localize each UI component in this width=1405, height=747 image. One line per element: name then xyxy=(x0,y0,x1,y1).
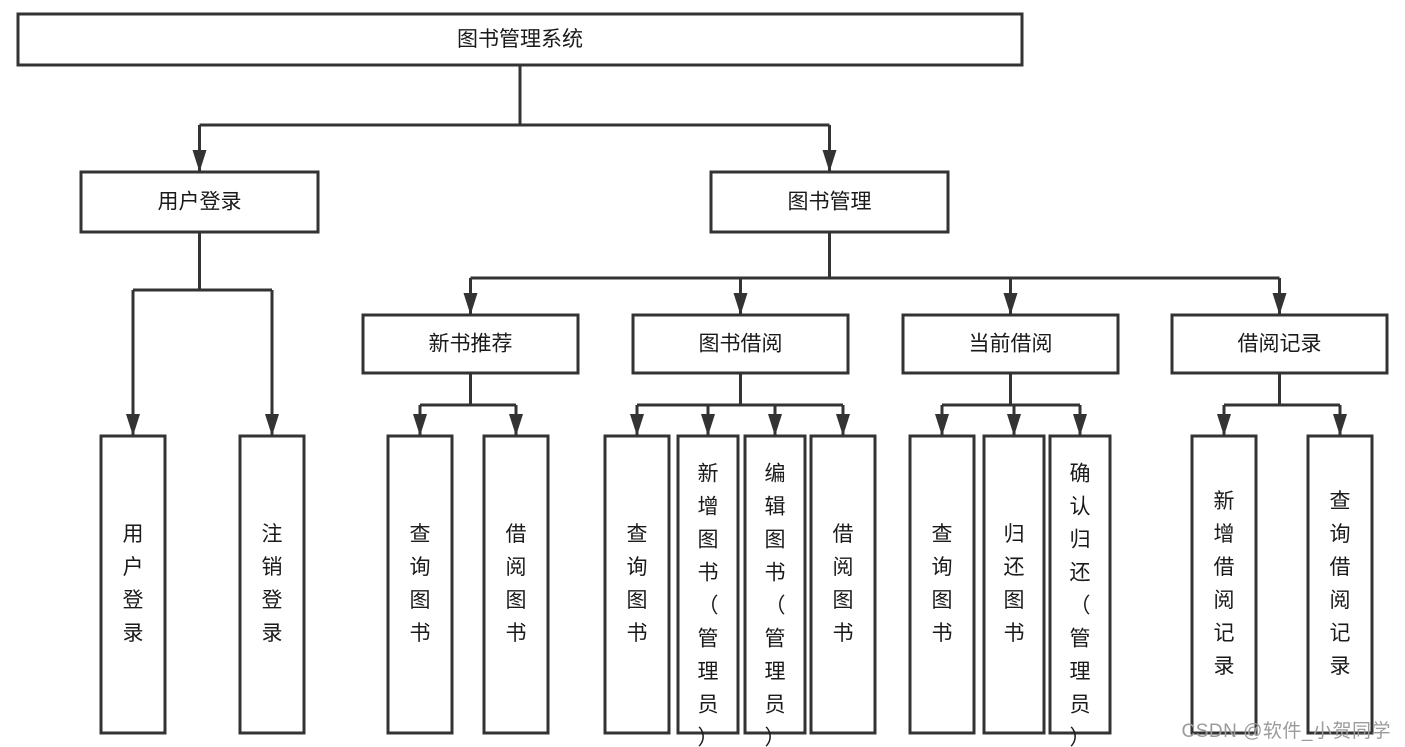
node-label: 图书管理系统 xyxy=(457,28,583,51)
node-box xyxy=(631,313,850,375)
arrow-head-icon xyxy=(1333,414,1347,436)
arrow-head-icon xyxy=(733,293,748,315)
node-box xyxy=(1170,313,1389,375)
node-leaf-query-book-3[interactable]: 查询图书 xyxy=(908,434,976,735)
node-leaf-user-logout[interactable]: 注销登录 xyxy=(238,434,306,735)
node-box xyxy=(982,434,1046,735)
node-leaf-query-record[interactable]: 查询借阅记录 xyxy=(1306,434,1374,735)
arrow-head-icon xyxy=(935,414,949,436)
node-box xyxy=(482,434,550,735)
arrow-head-icon xyxy=(413,414,427,436)
watermark-label: CSDN @软件_小贺同学 xyxy=(1181,721,1391,742)
node-box xyxy=(603,434,671,735)
node-leaf-confirm-return[interactable]: 确认归还（管理员） xyxy=(1048,434,1112,747)
node-label: 归还图书 xyxy=(1004,523,1025,645)
arrow-head-icon xyxy=(630,414,644,436)
node-label: 图书管理 xyxy=(788,191,872,214)
node-label: 确认归还（管理员） xyxy=(1070,462,1091,747)
node-box xyxy=(1190,434,1258,735)
node-box xyxy=(901,313,1120,375)
node-label: 借阅图书 xyxy=(506,523,527,645)
node-leaf-query-book-2[interactable]: 查询图书 xyxy=(603,434,671,735)
node-label: 查询借阅记录 xyxy=(1330,490,1351,678)
node-box xyxy=(386,434,454,735)
node-leaf-return-book[interactable]: 归还图书 xyxy=(982,434,1046,735)
arrow-head-icon xyxy=(701,414,715,436)
arrow-head-icon xyxy=(768,414,782,436)
arrow-head-icon xyxy=(1007,414,1021,436)
arrow-head-icon xyxy=(1073,414,1087,436)
node-box xyxy=(16,12,1024,67)
node-label: 查询图书 xyxy=(410,523,431,645)
node-label: 新增借阅记录 xyxy=(1214,490,1235,678)
node-label: 查询图书 xyxy=(627,523,648,645)
arrow-head-icon xyxy=(1003,293,1018,315)
node-user-login[interactable]: 用户登录 xyxy=(79,170,320,234)
node-new-book-recommend[interactable]: 新书推荐 xyxy=(361,313,580,375)
node-box xyxy=(908,434,976,735)
arrow-head-icon xyxy=(822,150,837,172)
arrow-head-icon xyxy=(1272,293,1287,315)
node-label: 借阅记录 xyxy=(1238,333,1322,356)
node-box xyxy=(238,434,306,735)
node-box xyxy=(709,170,950,234)
arrow-head-icon xyxy=(1217,414,1231,436)
arrow-head-icon xyxy=(265,414,279,436)
node-leaf-add-book[interactable]: 新增图书（管理员） xyxy=(676,434,740,747)
node-leaf-edit-book[interactable]: 编辑图书（管理员） xyxy=(743,434,807,747)
node-label: 图书借阅 xyxy=(699,333,783,356)
arrow-head-icon xyxy=(192,150,207,172)
node-label: 当前借阅 xyxy=(969,333,1053,356)
node-label: 注销登录 xyxy=(262,523,283,645)
node-box xyxy=(676,434,740,735)
node-book-manage[interactable]: 图书管理 xyxy=(709,170,950,234)
node-borrow-record[interactable]: 借阅记录 xyxy=(1170,313,1389,375)
arrow-head-icon xyxy=(509,414,523,436)
node-label: 借阅图书 xyxy=(833,523,854,645)
node-label: 编辑图书（管理员） xyxy=(765,462,786,747)
node-label: 新书推荐 xyxy=(429,333,513,356)
node-label: 查询图书 xyxy=(932,523,953,645)
node-leaf-borrow-book-2[interactable]: 借阅图书 xyxy=(809,434,877,735)
node-leaf-add-record[interactable]: 新增借阅记录 xyxy=(1190,434,1258,735)
node-leaf-borrow-book-1[interactable]: 借阅图书 xyxy=(482,434,550,735)
node-box xyxy=(809,434,877,735)
node-box xyxy=(743,434,807,735)
node-box xyxy=(1306,434,1374,735)
node-label: 新增图书（管理员） xyxy=(698,462,719,747)
node-label: 用户登录 xyxy=(123,523,144,645)
nodes-layer: 图书管理系统用户登录图书管理新书推荐图书借阅当前借阅借阅记录用户登录注销登录查询… xyxy=(16,12,1389,747)
arrow-head-icon xyxy=(463,293,478,315)
arrow-head-icon xyxy=(836,414,850,436)
node-box xyxy=(79,170,320,234)
node-box xyxy=(361,313,580,375)
node-box xyxy=(1048,434,1112,735)
arrow-head-icon xyxy=(126,414,140,436)
node-leaf-query-book-1[interactable]: 查询图书 xyxy=(386,434,454,735)
node-leaf-user-login[interactable]: 用户登录 xyxy=(99,434,167,735)
node-root[interactable]: 图书管理系统 xyxy=(16,12,1024,67)
node-book-borrow[interactable]: 图书借阅 xyxy=(631,313,850,375)
node-current-borrow[interactable]: 当前借阅 xyxy=(901,313,1120,375)
node-label: 用户登录 xyxy=(158,191,242,214)
edges-layer xyxy=(126,65,1347,436)
node-box xyxy=(99,434,167,735)
